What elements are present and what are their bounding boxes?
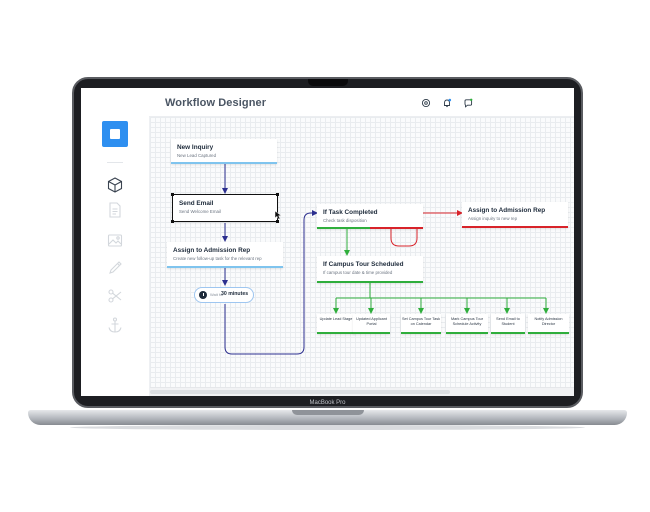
sidebar-divider <box>107 162 123 163</box>
node-subtitle: Assign inquiry to new rep <box>468 216 518 221</box>
yes-bar <box>317 227 370 229</box>
node-title: If Task Completed <box>323 209 378 216</box>
scissors-icon[interactable] <box>106 287 124 305</box>
action-label: Update Lead Stage <box>319 317 353 321</box>
action-updated-applicant-portal[interactable]: Updated Applicant Portal <box>353 314 390 334</box>
chat-icon[interactable] <box>463 98 473 108</box>
node-title: If Campus Tour Scheduled <box>323 261 404 268</box>
action-update-lead-stage[interactable]: Update Lead Stage <box>317 314 355 334</box>
node-title: Assign to Admission Rep <box>468 207 546 214</box>
action-status-bar <box>401 332 441 334</box>
top-bar: Workflow Designer <box>149 88 574 117</box>
node-status-bar <box>462 226 568 228</box>
action-set-campus-tour-task[interactable]: Set Campus Tour Task on Calendar <box>401 314 441 334</box>
action-mark-campus-tour[interactable]: Mark Campus Tour Schedule Activity <box>446 314 488 334</box>
resize-handle[interactable] <box>171 220 174 223</box>
wait-value: 30 minutes <box>221 291 249 297</box>
sidebar <box>81 88 150 396</box>
laptop-shadow <box>70 425 585 430</box>
action-send-email-student[interactable]: Send Email to Student <box>491 314 525 334</box>
action-status-bar <box>317 332 355 334</box>
image-icon[interactable] <box>106 231 124 249</box>
anchor-icon[interactable] <box>106 316 124 334</box>
node-title: New Inquiry <box>177 144 214 151</box>
cursor-icon <box>274 210 284 220</box>
resize-handle[interactable] <box>276 193 279 196</box>
clock-icon <box>199 291 207 299</box>
screen: Workflow Designer <box>81 88 574 396</box>
laptop-base <box>28 410 627 425</box>
action-notify-admission-director[interactable]: Notify Admission Director <box>528 314 569 334</box>
resize-handle[interactable] <box>276 220 279 223</box>
node-status-bar <box>167 266 283 268</box>
wait-label: Wait for <box>210 292 224 297</box>
node-subtitle: New Lead Captured <box>177 153 217 158</box>
node-subtitle: Send Welcome Email <box>179 209 221 214</box>
node-if-campus-tour[interactable]: If Campus Tour Scheduled If campus tour … <box>317 256 423 283</box>
brand-label: MacBook Pro <box>309 400 346 406</box>
node-new-inquiry[interactable]: New Inquiry New Lead Captured <box>171 139 277 164</box>
action-label: Send Email to Student <box>496 317 520 326</box>
document-icon[interactable] <box>106 201 124 219</box>
action-label: Notify Admission Director <box>534 317 563 326</box>
node-title: Assign to Admission Rep <box>173 247 251 254</box>
node-status-bar <box>317 281 423 283</box>
node-if-task-completed[interactable]: If Task Completed Check task disposition <box>317 204 423 229</box>
page-title: Workflow Designer <box>165 97 267 109</box>
action-label: Mark Campus Tour Schedule Activity <box>450 317 483 326</box>
camera-notch <box>308 79 348 86</box>
node-subtitle: If campus tour date & time provided <box>323 270 393 275</box>
horizontal-scrollbar[interactable] <box>150 387 574 396</box>
scrollbar-thumb[interactable] <box>150 390 450 394</box>
wait-timer[interactable]: Wait for 30 minutes <box>194 287 254 303</box>
app-logo[interactable] <box>102 121 128 147</box>
connector-4 <box>224 210 318 355</box>
bell-icon[interactable] <box>442 98 452 108</box>
node-assign-rep-2[interactable]: Assign to Admission Rep Assign inquiry t… <box>462 202 568 228</box>
no-bar <box>370 227 423 229</box>
pen-icon[interactable] <box>106 259 124 277</box>
node-send-email[interactable]: Send Email Send Welcome Email <box>171 193 279 223</box>
resize-handle[interactable] <box>171 193 174 196</box>
action-status-bar <box>353 332 390 334</box>
node-subtitle: Check task disposition <box>323 218 367 223</box>
trackpad-notch <box>292 410 364 415</box>
action-status-bar <box>528 332 569 334</box>
settings-icon[interactable] <box>421 98 431 108</box>
node-subtitle: Create new follow-up task for the releva… <box>173 256 262 261</box>
node-title: Send Email <box>179 200 214 207</box>
action-status-bar <box>491 332 525 334</box>
action-label: Updated Applicant Portal <box>356 317 387 326</box>
action-label: Set Campus Tour Task on Calendar <box>401 317 441 326</box>
action-status-bar <box>446 332 488 334</box>
node-assign-rep[interactable]: Assign to Admission Rep Create new follo… <box>167 242 283 268</box>
workflow-connectors <box>222 164 549 355</box>
cube-icon[interactable] <box>106 176 124 194</box>
node-status-bar <box>171 162 277 164</box>
